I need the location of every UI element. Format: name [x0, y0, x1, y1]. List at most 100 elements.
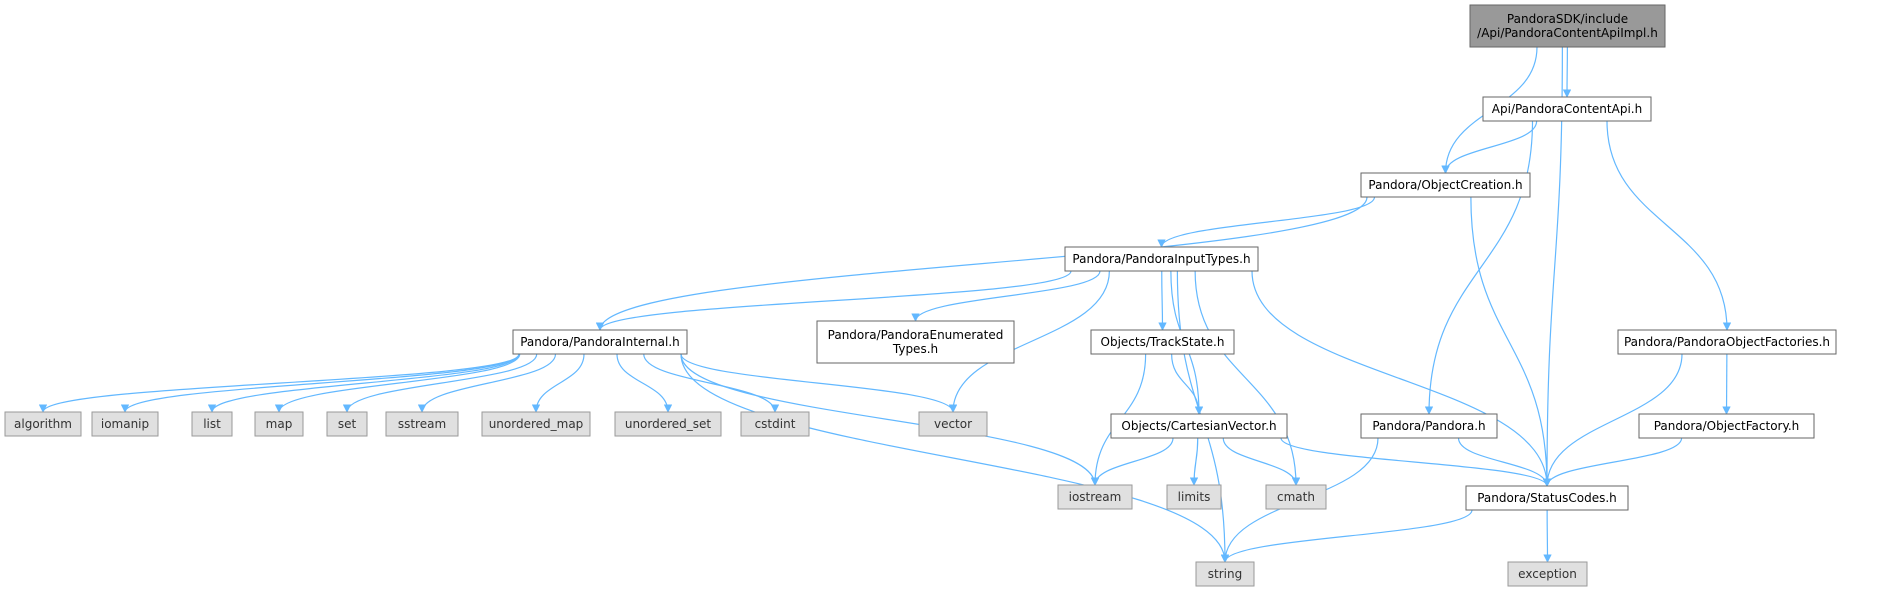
node-exception: exception [1507, 561, 1588, 587]
node-iomanip-box [91, 411, 159, 437]
edge-inptypes-to-status [1251, 270, 1552, 487]
node-pandora[interactable]: Pandora/Pandora.h [1360, 413, 1498, 439]
edge-objfacts-to-status [1542, 353, 1683, 487]
node-status-box [1465, 485, 1629, 511]
node-api-label-0: Api/PandoraContentApi.h [1492, 102, 1642, 116]
node-inptypes-box [1064, 246, 1259, 272]
edge-internal-to-map [274, 353, 521, 413]
node-uset-box [614, 411, 722, 437]
edge-internal-to-list [207, 353, 520, 413]
node-umap-label-0: unordered_map [489, 417, 584, 431]
node-iomanip: iomanip [91, 411, 159, 437]
node-objfacts-box [1617, 329, 1837, 355]
edge-internal-to-iostream [680, 353, 1100, 486]
edge-internal-to-string [680, 353, 1230, 563]
node-cmath: cmath [1265, 484, 1327, 510]
node-impl-box [1469, 4, 1666, 48]
edge-internal-to-vector [680, 353, 958, 413]
node-cart-label-0: Objects/CartesianVector.h [1121, 419, 1276, 433]
edge-inptypes-to-internal [595, 270, 1072, 331]
node-limits-box [1166, 484, 1222, 510]
node-objcre[interactable]: Pandora/ObjectCreation.h [1360, 172, 1531, 198]
edge-internal-to-iomanip [120, 353, 520, 413]
edge-pandora-to-status [1457, 437, 1552, 487]
node-api[interactable]: Api/PandoraContentApi.h [1482, 96, 1652, 122]
node-objfacts-label-0: Pandora/PandoraObjectFactories.h [1624, 335, 1830, 349]
edge-internal-to-cstdint [643, 353, 780, 413]
node-iostream-box [1057, 484, 1133, 510]
node-enumtypes-label-1: Types.h [892, 342, 938, 356]
node-cstdint: cstdint [740, 411, 810, 437]
node-sstream: sstream [385, 411, 459, 437]
node-sstream-label-0: sstream [398, 417, 446, 431]
node-impl-label-0: PandoraSDK/include [1507, 12, 1628, 26]
node-uset: unordered_set [614, 411, 722, 437]
node-set: set [326, 411, 368, 437]
node-list-label-0: list [203, 417, 221, 431]
edge-api-to-objfacts [1606, 120, 1732, 331]
edge-internal-to-set [342, 353, 538, 413]
node-cart[interactable]: Objects/CartesianVector.h [1110, 413, 1288, 439]
edge-cart-to-limits [1189, 437, 1199, 486]
node-impl[interactable]: PandoraSDK/include/Api/PandoraContentApi… [1469, 4, 1666, 48]
edge-cart-to-cmath [1222, 437, 1301, 486]
node-string-label-0: string [1208, 567, 1242, 581]
edge-objcre-to-internal [595, 196, 1368, 331]
node-limits-label-0: limits [1178, 490, 1211, 504]
node-vector-label-0: vector [934, 417, 972, 431]
edge-impl-to-status [1542, 46, 1563, 487]
node-iostream: iostream [1057, 484, 1133, 510]
node-enumtypes-label-0: Pandora/PandoraEnumerated [828, 328, 1004, 342]
node-objfact-label-0: Pandora/ObjectFactory.h [1654, 419, 1800, 433]
node-list: list [191, 411, 233, 437]
edge-internal-to-sstream [417, 353, 557, 413]
edge-internal-to-uset [616, 353, 673, 413]
edges-layer [38, 46, 1732, 563]
node-string: string [1195, 561, 1255, 587]
node-map-box [254, 411, 304, 437]
node-objcre-box [1360, 172, 1531, 198]
node-enumtypes-box [816, 320, 1015, 364]
node-pandora-label-0: Pandora/Pandora.h [1372, 419, 1485, 433]
node-cmath-label-0: cmath [1277, 490, 1315, 504]
edge-inptypes-to-enumtypes [911, 270, 1101, 322]
node-algorithm-label-0: algorithm [14, 417, 72, 431]
node-track[interactable]: Objects/TrackState.h [1090, 329, 1235, 355]
node-cstdint-box [740, 411, 810, 437]
edge-internal-to-umap [531, 353, 585, 413]
node-impl-label-1: /Api/PandoraContentApiImpl.h [1477, 26, 1658, 40]
node-objfact[interactable]: Pandora/ObjectFactory.h [1638, 413, 1815, 439]
edge-api-to-objcre [1441, 120, 1538, 174]
edge-inptypes-to-track [1158, 270, 1167, 331]
node-cstdint-label-0: cstdint [755, 417, 796, 431]
edge-track-to-cart [1171, 353, 1204, 415]
edge-api-to-pandora [1424, 120, 1534, 415]
node-cart-box [1110, 413, 1288, 439]
node-objcre-label-0: Pandora/ObjectCreation.h [1368, 178, 1522, 192]
node-objfact-box [1638, 413, 1815, 439]
node-internal-box [512, 329, 688, 355]
edge-inptypes-to-cmath [1194, 270, 1301, 486]
nodes-layer: PandoraSDK/include/Api/PandoraContentApi… [4, 4, 1837, 587]
node-internal[interactable]: Pandora/PandoraInternal.h [512, 329, 688, 355]
node-vector-box [918, 411, 988, 437]
node-uset-label-0: unordered_set [625, 417, 712, 431]
edge-inptypes-to-vector [948, 270, 1110, 413]
node-inptypes[interactable]: Pandora/PandoraInputTypes.h [1064, 246, 1259, 272]
node-status[interactable]: Pandora/StatusCodes.h [1465, 485, 1629, 511]
node-limits: limits [1166, 484, 1222, 510]
node-track-box [1090, 329, 1235, 355]
node-umap-box [481, 411, 591, 437]
edge-cart-to-status [1280, 437, 1552, 487]
node-exception-box [1507, 561, 1588, 587]
node-iostream-label-0: iostream [1069, 490, 1122, 504]
edge-cart-to-iostream [1090, 437, 1174, 486]
node-objfacts[interactable]: Pandora/PandoraObjectFactories.h [1617, 329, 1837, 355]
node-sstream-box [385, 411, 459, 437]
node-cmath-box [1265, 484, 1327, 510]
node-inptypes-label-0: Pandora/PandoraInputTypes.h [1072, 252, 1250, 266]
node-string-box [1195, 561, 1255, 587]
edge-objfact-to-status [1542, 437, 1683, 487]
